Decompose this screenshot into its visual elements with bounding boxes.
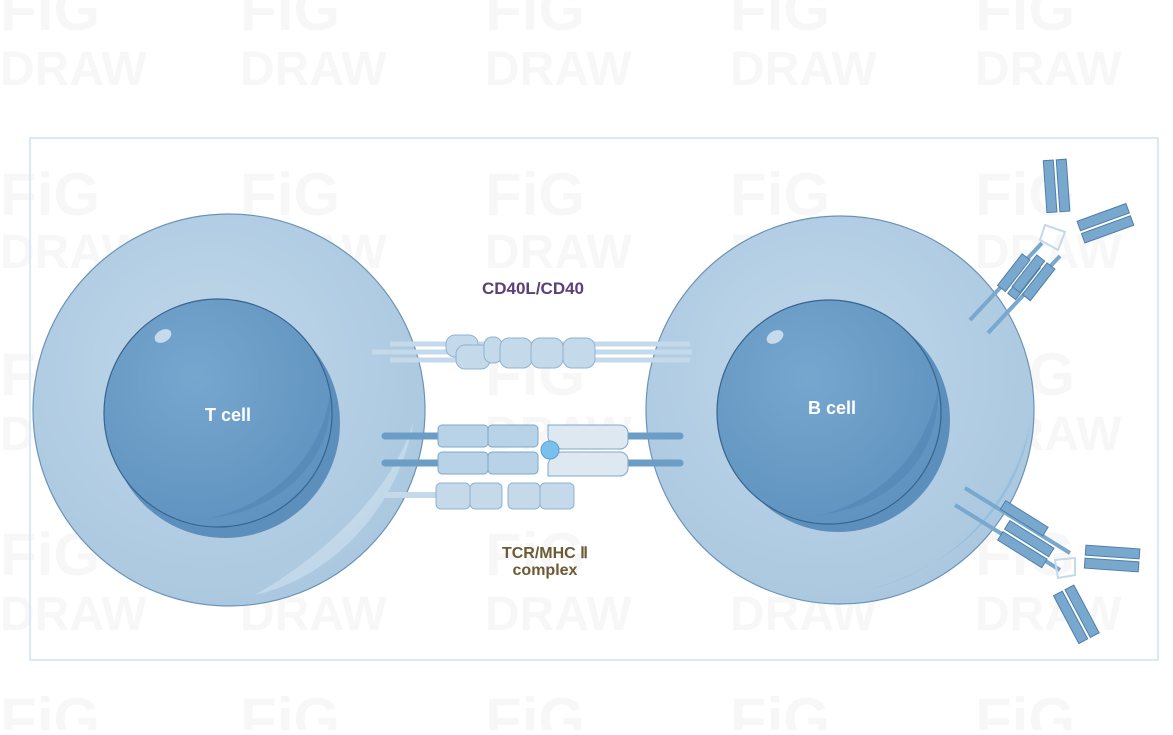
antibody-bottom-heavy-1 — [1003, 519, 1055, 558]
antibody-bottom-hinge — [1053, 556, 1076, 580]
antibody-top-fab-2b — [1080, 215, 1135, 244]
svg-text:DRAW: DRAW — [485, 226, 632, 279]
svg-text:DRAW: DRAW — [485, 43, 632, 96]
cd3-domain-1 — [435, 482, 471, 510]
svg-text:FiG: FiG — [485, 0, 585, 43]
tcr-mhc-label: TCR/MHC Ⅱ complex — [445, 545, 645, 579]
watermark-logo-row-5: FiG FiG FiG FiG FiG — [0, 686, 1075, 735]
svg-text:DRAW: DRAW — [975, 588, 1122, 641]
b-cell — [645, 215, 1035, 605]
tcr-mhc-complex — [381, 424, 684, 510]
antibody-bottom-fab-2b — [1052, 590, 1089, 645]
b-cell-nucleus-shade — [820, 390, 939, 515]
antibody-bottom-fab-2a — [1064, 584, 1100, 639]
svg-text:DRAW: DRAW — [730, 43, 877, 96]
svg-text:FiG: FiG — [485, 686, 585, 730]
svg-text:DRAW: DRAW — [975, 43, 1122, 96]
antibody-top-heavy-4 — [1021, 262, 1056, 302]
antibody-top-fab-1a — [1055, 158, 1071, 213]
svg-text:FiG: FiG — [240, 0, 340, 43]
figure-frame — [29, 137, 1159, 661]
t-cell-nucleus-shine — [154, 329, 172, 343]
antibody-bottom-heavy-2 — [996, 530, 1048, 569]
b-cell-nucleus — [716, 299, 942, 525]
antibody-top — [968, 158, 1135, 335]
cd3-domain-2 — [469, 482, 503, 510]
antibody-top-heavy-3 — [1011, 254, 1046, 294]
svg-text:DRAW: DRAW — [240, 43, 387, 96]
svg-text:FiG: FiG — [0, 0, 100, 43]
antibody-top-heavy-1 — [996, 253, 1031, 293]
svg-text:FiG: FiG — [975, 686, 1075, 730]
tcr-beta-c — [437, 451, 489, 475]
cd40l-cd40-complex — [372, 334, 692, 370]
antibody-bottom-fab-1a — [1084, 544, 1141, 560]
cd3-domain-3 — [507, 482, 541, 510]
antibody-bottom-heavy-3 — [999, 500, 1049, 537]
svg-text:FiG: FiG — [0, 686, 100, 730]
svg-text:DRAW: DRAW — [485, 588, 632, 641]
svg-text:FiG: FiG — [485, 521, 585, 588]
b-cell-label: B cell — [807, 398, 857, 418]
svg-text:DRAW: DRAW — [0, 588, 147, 641]
tcr-alpha-c — [437, 424, 489, 448]
antibody-top-fab-2a — [1076, 202, 1130, 232]
svg-text:FiG: FiG — [485, 161, 585, 228]
t-cell — [32, 213, 426, 607]
tcr-beta-v — [487, 451, 539, 475]
cd40l-cd40-label: CD40L/CD40 — [481, 279, 585, 298]
antibody-bottom-fab-1b — [1083, 557, 1140, 573]
tcr-mhc-label-line1: TCR/MHC Ⅱ — [501, 545, 589, 562]
tcr-alpha-v — [487, 424, 539, 448]
svg-text:FiG: FiG — [975, 0, 1075, 43]
b-cell-nucleus-shine — [766, 330, 784, 344]
svg-text:FiG: FiG — [730, 0, 830, 43]
tcr-mhc-label-line2: complex — [512, 562, 578, 579]
t-cell-nucleus-shade — [210, 395, 331, 518]
mhc-beta — [547, 451, 629, 477]
cd40-domain-3 — [562, 337, 596, 369]
antigen-peptide — [540, 440, 560, 460]
svg-text:FiG: FiG — [730, 686, 830, 730]
t-cell-label: T cell — [204, 405, 252, 425]
cd40-domain-2 — [530, 337, 564, 369]
antibody-top-fab-1b — [1042, 159, 1058, 214]
antibody-top-hinge — [1038, 223, 1067, 252]
antibody-bottom — [953, 486, 1141, 645]
cd40l-domain-3 — [483, 336, 503, 364]
cd40-domain-1 — [499, 337, 533, 369]
svg-text:FiG: FiG — [730, 161, 830, 228]
svg-text:FiG: FiG — [0, 161, 100, 228]
antibody-bottom-stalk-2 — [963, 486, 1072, 555]
t-cell-nucleus — [103, 298, 333, 528]
mhc-alpha — [547, 424, 629, 450]
svg-text:FiG: FiG — [240, 686, 340, 730]
cd3-domain-4 — [539, 482, 575, 510]
svg-text:DRAW: DRAW — [0, 43, 147, 96]
